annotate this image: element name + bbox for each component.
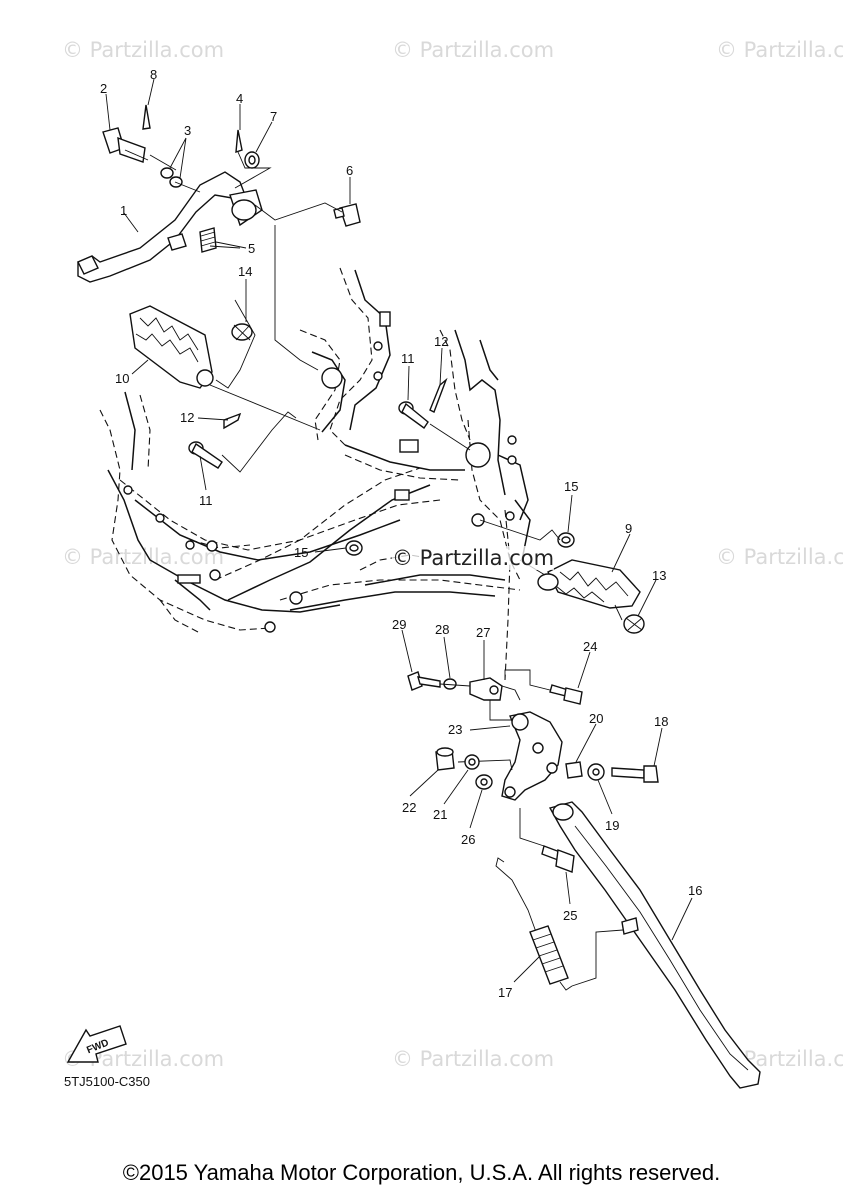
callout-28: 28 <box>435 622 449 637</box>
washer-19 <box>587 763 605 781</box>
callout-11-right: 11 <box>401 351 415 366</box>
callout-26: 26 <box>461 832 475 847</box>
bolt-25 <box>541 845 575 873</box>
footrest-9 <box>537 559 641 609</box>
bolt-24 <box>549 684 583 705</box>
callout-2: 2 <box>100 81 107 96</box>
callout-13: 13 <box>652 568 666 583</box>
switch-27 <box>469 677 503 701</box>
collar-22 <box>435 747 455 771</box>
callout-20: 20 <box>589 711 603 726</box>
watermark-top-left: © Partzilla.com <box>62 38 225 62</box>
washer-7 <box>244 151 260 169</box>
callout-11-left: 11 <box>199 493 213 508</box>
pin-11-right <box>398 401 429 429</box>
watermark-middle-right: © Partzilla.com <box>716 545 843 569</box>
callout-7: 7 <box>270 109 277 124</box>
callout-21: 21 <box>433 807 447 822</box>
fwd-arrow-icon: FWD <box>66 1025 127 1063</box>
bolt-29 <box>407 671 441 691</box>
cotter-pin-4 <box>235 129 243 154</box>
callout-22: 22 <box>402 800 416 815</box>
bolt-18 <box>611 765 659 783</box>
watermark-top-center: © Partzilla.com <box>392 38 555 62</box>
spring-5 <box>199 227 217 253</box>
callout-25: 25 <box>563 908 577 923</box>
bushing-15-left <box>345 540 363 556</box>
spring-14 <box>231 323 253 341</box>
watermark-center: © Partzilla.com <box>392 546 555 570</box>
callout-29: 29 <box>392 617 406 632</box>
callout-18: 18 <box>654 714 668 729</box>
sidestand-16 <box>548 801 761 1089</box>
cotter-pin-8 <box>142 104 151 130</box>
callout-14: 14 <box>238 264 252 279</box>
callout-3: 3 <box>184 123 191 138</box>
watermark-top-right: © Partzilla.com <box>716 38 843 62</box>
callout-12-left: 12 <box>180 410 194 425</box>
callout-12-right: 12 <box>434 334 448 349</box>
callout-24: 24 <box>583 639 597 654</box>
callout-5: 5 <box>248 241 255 256</box>
callout-19: 19 <box>605 818 619 833</box>
spring-17 <box>495 857 573 991</box>
callout-9: 9 <box>625 521 632 536</box>
callout-15-right: 15 <box>564 479 578 494</box>
callout-15-left: 15 <box>294 545 308 560</box>
pin-6 <box>333 203 361 227</box>
callout-8: 8 <box>150 67 157 82</box>
brake-pedal-1 <box>77 171 263 283</box>
callout-1: 1 <box>120 203 127 218</box>
callout-17: 17 <box>498 985 512 1000</box>
collar-20 <box>565 761 583 779</box>
washer-21 <box>464 754 480 770</box>
pivot-bolt-2 <box>102 127 149 163</box>
spring-13 <box>623 614 645 634</box>
bushing-15-right <box>557 532 575 548</box>
washer-26 <box>475 774 493 790</box>
bracket-23 <box>501 711 563 801</box>
callout-10: 10 <box>115 371 129 386</box>
pin-11-left <box>188 441 223 469</box>
callout-16: 16 <box>688 883 702 898</box>
callout-4: 4 <box>236 91 243 106</box>
washers-3 <box>160 167 183 188</box>
callout-6: 6 <box>346 163 353 178</box>
footrest-10 <box>129 305 214 389</box>
watermark-bottom-center: © Partzilla.com <box>392 1047 555 1071</box>
cotter-pin-12-left <box>223 412 242 430</box>
callout-27: 27 <box>476 625 490 640</box>
callouts: 1 2 3 4 5 6 7 8 9 10 11 11 12 12 13 14 1… <box>100 67 702 1000</box>
diagram-code: 5TJ5100-C350 <box>64 1074 150 1089</box>
cotter-pin-12-right <box>429 377 448 413</box>
copyright-notice: ©2015 Yamaha Motor Corporation, U.S.A. A… <box>122 1160 721 1185</box>
callout-23: 23 <box>448 722 462 737</box>
